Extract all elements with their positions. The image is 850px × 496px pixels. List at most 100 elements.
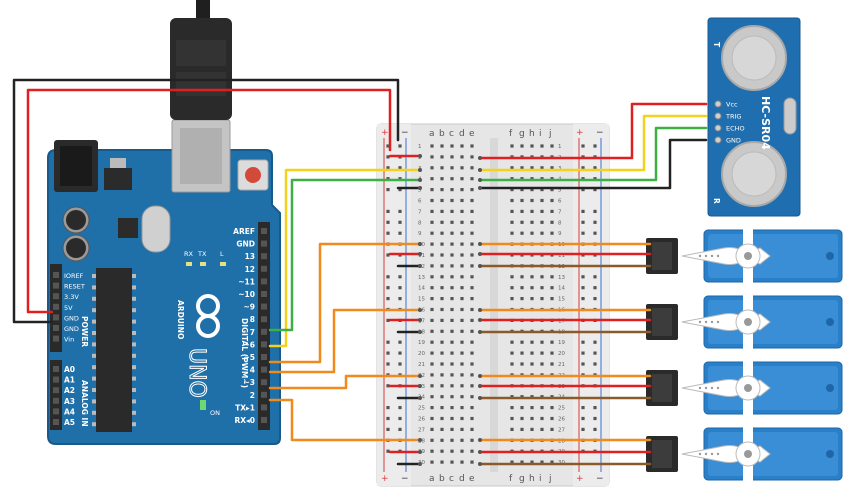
power-pin-hole[interactable] <box>53 282 59 289</box>
digital-pin-hole[interactable] <box>261 379 267 386</box>
rail-hole[interactable] <box>593 220 597 224</box>
breadboard-hole[interactable] <box>510 416 514 421</box>
breadboard-hole[interactable] <box>440 351 444 355</box>
breadboard-hole[interactable] <box>450 155 454 159</box>
breadboard-hole[interactable] <box>450 318 454 322</box>
breadboard-hole[interactable] <box>460 384 464 388</box>
breadboard-hole[interactable] <box>460 286 464 290</box>
rail-hole[interactable] <box>398 427 402 431</box>
breadboard-hole[interactable] <box>520 220 524 224</box>
sensor-pin[interactable] <box>714 100 722 108</box>
breadboard-hole[interactable] <box>530 427 534 431</box>
breadboard-hole[interactable] <box>520 209 524 213</box>
breadboard-hole[interactable] <box>550 297 554 301</box>
breadboard-hole[interactable] <box>430 384 434 388</box>
rail-hole[interactable] <box>386 406 390 410</box>
digital-pin-hole[interactable] <box>261 391 267 398</box>
breadboard-hole[interactable] <box>440 253 444 257</box>
breadboard-hole[interactable] <box>430 209 434 213</box>
breadboard-hole[interactable] <box>460 362 464 366</box>
breadboard-hole[interactable] <box>440 362 444 366</box>
breadboard-hole[interactable] <box>540 340 544 344</box>
breadboard-hole[interactable] <box>450 307 454 312</box>
breadboard-hole[interactable] <box>460 155 464 159</box>
analog-pin-hole[interactable] <box>53 419 59 425</box>
breadboard-hole[interactable] <box>440 329 444 333</box>
power-pin-hole[interactable] <box>53 314 59 321</box>
breadboard-hole[interactable] <box>470 297 474 301</box>
rail-hole[interactable] <box>581 351 585 355</box>
breadboard-hole[interactable] <box>470 166 474 170</box>
digital-pin-hole[interactable] <box>261 341 267 348</box>
sensor-pin[interactable] <box>714 136 722 144</box>
breadboard-hole[interactable] <box>450 144 454 148</box>
breadboard-hole[interactable] <box>440 395 444 399</box>
breadboard-hole[interactable] <box>540 427 544 431</box>
breadboard-hole[interactable] <box>460 242 464 246</box>
breadboard-hole[interactable] <box>450 286 454 290</box>
rail-hole[interactable] <box>386 384 390 388</box>
power-pin-hole[interactable] <box>53 272 59 278</box>
rail-hole[interactable] <box>386 188 390 192</box>
rail-hole[interactable] <box>581 220 585 224</box>
power-pin-hole[interactable] <box>53 303 59 310</box>
rail-hole[interactable] <box>398 209 402 213</box>
rail-hole[interactable] <box>386 177 390 181</box>
breadboard-hole[interactable] <box>510 340 514 344</box>
rail-hole[interactable] <box>593 144 597 148</box>
digital-pin-hole[interactable] <box>261 316 267 323</box>
breadboard-hole[interactable] <box>430 449 434 453</box>
rail-hole[interactable] <box>398 286 402 290</box>
breadboard-hole[interactable] <box>440 438 444 442</box>
breadboard-hole[interactable] <box>540 220 544 224</box>
breadboard-hole[interactable] <box>460 198 464 203</box>
breadboard-hole[interactable] <box>440 177 444 181</box>
breadboard-hole[interactable] <box>440 166 444 170</box>
breadboard-hole[interactable] <box>520 188 524 192</box>
breadboard-hole[interactable] <box>520 427 524 431</box>
breadboard-hole[interactable] <box>550 144 554 148</box>
breadboard-hole[interactable] <box>470 144 474 148</box>
breadboard-hole[interactable] <box>430 242 434 246</box>
rail-hole[interactable] <box>593 362 597 366</box>
breadboard-hole[interactable] <box>550 198 554 203</box>
breadboard-hole[interactable] <box>550 220 554 224</box>
breadboard-hole[interactable] <box>550 286 554 290</box>
breadboard-hole[interactable] <box>440 220 444 224</box>
breadboard-hole[interactable] <box>530 188 534 192</box>
breadboard-hole[interactable] <box>520 362 524 366</box>
digital-pin-hole[interactable] <box>261 417 267 423</box>
breadboard-hole[interactable] <box>430 460 434 464</box>
rail-hole[interactable] <box>386 351 390 355</box>
breadboard-hole[interactable] <box>540 416 544 421</box>
breadboard-hole[interactable] <box>470 329 474 333</box>
rail-hole[interactable] <box>386 297 390 301</box>
breadboard-hole[interactable] <box>530 340 534 344</box>
rail-hole[interactable] <box>593 340 597 344</box>
breadboard-hole[interactable] <box>470 155 474 159</box>
breadboard-hole[interactable] <box>470 307 474 312</box>
breadboard-hole[interactable] <box>440 427 444 431</box>
breadboard-hole[interactable] <box>540 395 544 399</box>
breadboard-hole[interactable] <box>430 318 434 322</box>
rail-hole[interactable] <box>593 177 597 181</box>
breadboard-hole[interactable] <box>460 307 464 312</box>
breadboard-hole[interactable] <box>460 231 464 235</box>
breadboard-hole[interactable] <box>550 166 554 170</box>
rail-hole[interactable] <box>593 286 597 290</box>
breadboard-hole[interactable] <box>450 209 454 213</box>
breadboard-hole[interactable] <box>470 340 474 344</box>
rail-hole[interactable] <box>386 416 390 421</box>
rail-hole[interactable] <box>581 144 585 148</box>
breadboard-hole[interactable] <box>460 166 464 170</box>
rail-hole[interactable] <box>386 286 390 290</box>
breadboard-hole[interactable] <box>450 231 454 235</box>
breadboard-hole[interactable] <box>460 275 464 279</box>
breadboard-hole[interactable] <box>550 362 554 366</box>
breadboard-hole[interactable] <box>470 406 474 410</box>
breadboard-hole[interactable] <box>470 460 474 464</box>
breadboard-hole[interactable] <box>440 144 444 148</box>
rail-hole[interactable] <box>386 209 390 213</box>
breadboard-hole[interactable] <box>530 351 534 355</box>
breadboard-hole[interactable] <box>470 384 474 388</box>
